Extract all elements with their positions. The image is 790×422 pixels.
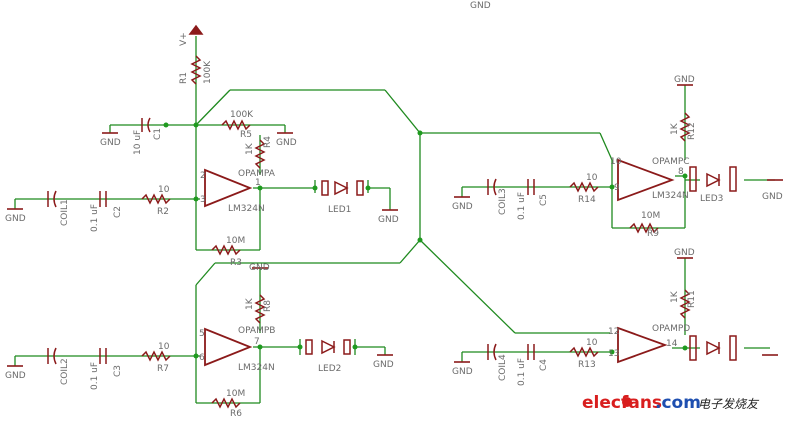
watermark: elecfans .com 电子发烧友: [582, 393, 760, 413]
r9-value: 10M: [641, 211, 660, 221]
c2-label: C2: [113, 206, 123, 218]
pin-d12: 12: [608, 327, 619, 337]
r12-value: 1K: [670, 122, 680, 135]
gnd-led2: GND: [373, 360, 394, 370]
gnd-coil1: GND: [5, 214, 26, 224]
pin-b6: 6: [199, 353, 205, 363]
c5-value: 0.1 uF: [517, 192, 527, 220]
led2-label: LED2: [318, 364, 341, 374]
pin-d13: 13: [608, 349, 619, 359]
r5-label: R5: [240, 130, 252, 140]
gnd-r11: GND: [674, 248, 695, 258]
led3-label: LED3: [700, 194, 723, 204]
gnd-r12: GND: [674, 75, 695, 85]
lm-c-label: LM324N: [652, 191, 689, 201]
coil1-label: COIL1: [60, 199, 70, 226]
opampd-label: OPAMPD: [652, 324, 690, 334]
r12-label: R12: [687, 122, 697, 140]
r2-label: R2: [157, 207, 169, 217]
c3-value: 0.1 uF: [90, 362, 100, 390]
r11-label: R11: [687, 290, 697, 308]
gnd-coil4: GND: [452, 367, 473, 377]
watermark-brand: elecfans: [582, 393, 662, 413]
gnd-r8: GND: [249, 263, 270, 273]
pin-a1: 1: [255, 178, 261, 188]
r11-value: 1K: [670, 290, 680, 303]
pin-a2: 2: [200, 171, 206, 181]
c5-label: C5: [539, 194, 549, 206]
gnd-led3: GND: [762, 192, 783, 202]
watermark-dotcom: .com: [655, 393, 701, 413]
opampc-label: OPAMPC: [652, 157, 690, 167]
r6-label: R6: [230, 409, 242, 419]
gnd-led1: GND: [378, 215, 399, 225]
coil3-label: COIL3: [498, 188, 508, 215]
c1-value: 10 uF: [133, 130, 143, 155]
coil2-label: COIL2: [60, 358, 70, 385]
pin-d14: 14: [666, 339, 678, 349]
pin-b7: 7: [254, 337, 260, 347]
r7-label: R7: [157, 364, 169, 374]
r4-value: 1K: [245, 142, 255, 155]
gnd-coil3: GND: [452, 202, 473, 212]
r3-label: R3: [230, 258, 242, 268]
r1-label: R1: [179, 72, 189, 84]
pin-a3: 3: [200, 195, 206, 205]
r1-value: 100K: [203, 60, 213, 84]
junction-dots: [163, 122, 688, 359]
pin-c10: 10: [610, 157, 622, 167]
r6-value: 10M: [226, 389, 245, 399]
r13-label: R13: [578, 360, 596, 370]
r3-value: 10M: [226, 236, 245, 246]
vplus-label: V+: [179, 32, 189, 46]
gnd-label-top: GND: [470, 1, 491, 11]
components: [47, 24, 737, 409]
gnd-coil2: GND: [5, 371, 26, 381]
r9-label: R9: [647, 229, 659, 239]
r5-value: 100K: [230, 110, 254, 120]
pin-c8: 8: [678, 167, 684, 177]
c4-label: C4: [539, 359, 549, 371]
r14-value: 10: [586, 173, 598, 183]
led1-label: LED1: [328, 205, 351, 215]
r7-value: 10: [158, 342, 170, 352]
r8-label: R8: [263, 300, 273, 312]
lm-b-label: LM324N: [238, 363, 275, 373]
c2-value: 0.1 uF: [90, 204, 100, 232]
r2-value: 10: [158, 185, 170, 195]
pin-c9: 9: [614, 183, 620, 193]
pin-b5: 5: [199, 329, 205, 339]
watermark-dot-icon: [622, 397, 632, 407]
lm-a-label: LM324N: [228, 204, 265, 214]
gnd-c1: GND: [100, 138, 121, 148]
c1-label: C1: [153, 128, 163, 140]
opampb-label: OPAMPB: [238, 326, 275, 336]
opampa-label: OPAMPA: [238, 169, 276, 179]
c3-label: C3: [113, 365, 123, 377]
gnd-r5: GND: [276, 138, 297, 148]
r13-value: 10: [586, 338, 598, 348]
r14-label: R14: [578, 195, 596, 205]
coil4-label: COIL4: [498, 354, 508, 381]
labels: GND V+ R1 100K GND 10 uF C1 100K R5 GND …: [5, 1, 783, 419]
c4-value: 0.1 uF: [517, 358, 527, 386]
watermark-cn: 电子发烧友: [698, 397, 760, 411]
r8-value: 1K: [245, 297, 255, 310]
r4-label: R4: [263, 136, 273, 148]
